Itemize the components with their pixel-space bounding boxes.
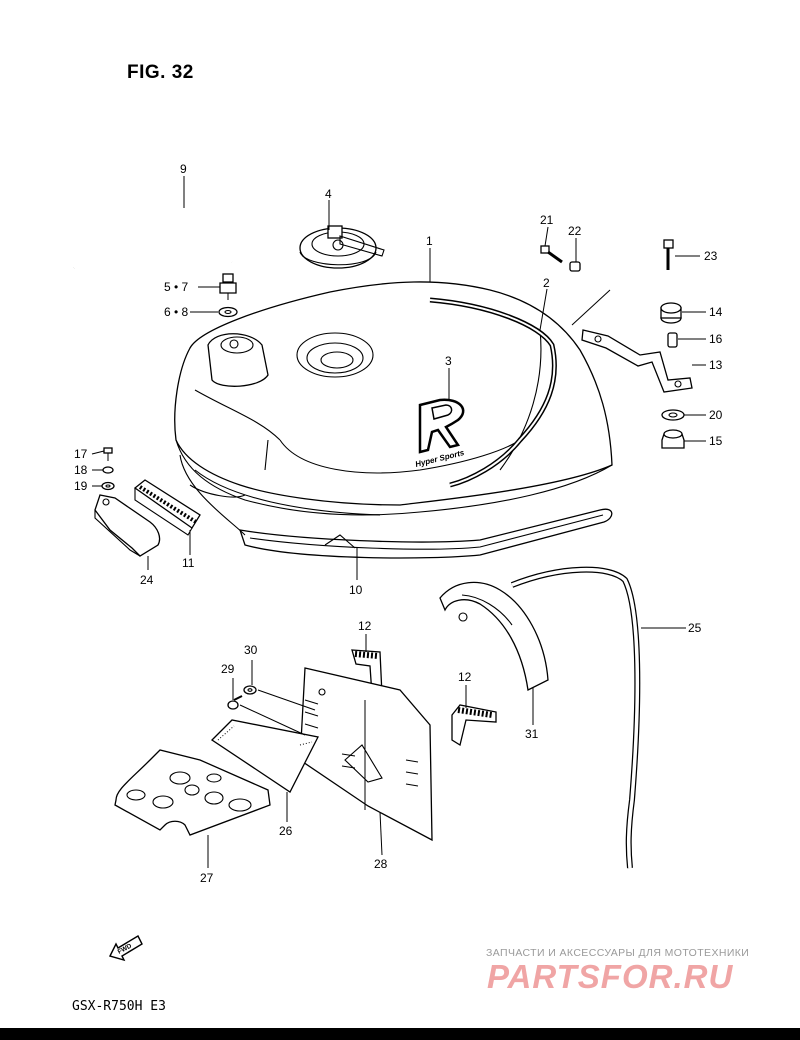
callout-26: 26 <box>279 824 293 838</box>
callout-30: 30 <box>244 643 258 657</box>
cushion-14[interactable] <box>660 302 682 324</box>
washer-30[interactable] <box>243 685 257 695</box>
clip-12-lower[interactable] <box>451 704 497 747</box>
callout-4: 4 <box>325 187 332 201</box>
callout-3: 3 <box>445 354 452 368</box>
cushion-15[interactable] <box>661 429 685 449</box>
bolt-5-7[interactable] <box>219 273 237 300</box>
callout-20: 20 <box>709 408 723 422</box>
callout-12-upper: 12 <box>358 619 372 633</box>
callout-2: 2 <box>543 276 550 290</box>
washer-6-8[interactable] <box>218 306 238 318</box>
callout-19: 19 <box>74 479 88 493</box>
screw-29[interactable] <box>227 695 243 710</box>
rubber-strip-31[interactable] <box>439 581 549 691</box>
callout-9: 9 <box>180 162 187 176</box>
bolt-23[interactable] <box>663 239 674 270</box>
forward-arrow-icon: FWD <box>108 935 143 962</box>
callout-24: 24 <box>140 573 154 587</box>
callout-1: 1 <box>426 234 433 248</box>
callout-5-7: 5 • 7 <box>164 280 189 294</box>
fuel-cap-4[interactable] <box>299 225 385 269</box>
callout-labels: 9 4 1 2 3 5 • 7 6 • 8 21 22 23 14 16 13 … <box>74 162 723 885</box>
callout-13: 13 <box>709 358 723 372</box>
tank-cushion-10[interactable] <box>179 454 613 559</box>
washer-20[interactable] <box>661 409 685 421</box>
washer-19[interactable] <box>101 481 115 491</box>
callout-6-8: 6 • 8 <box>164 305 189 319</box>
board-28[interactable] <box>299 667 433 842</box>
tank-stripe-2[interactable] <box>429 297 557 488</box>
collar-16[interactable] <box>667 332 678 348</box>
figure-title: FIG. 32 <box>127 62 194 83</box>
watermark-tagline: ЗАПЧАСТИ И АКСЕССУАРЫ ДЛЯ МОТОТЕХНИКИ <box>486 947 750 959</box>
callout-17: 17 <box>74 447 88 461</box>
watermark-logo: PARTSFOR.RU <box>487 958 734 995</box>
washer-18[interactable] <box>102 466 114 474</box>
callout-18: 18 <box>74 463 88 477</box>
bolt-21[interactable] <box>540 245 563 264</box>
mat-27[interactable] <box>114 749 271 836</box>
leader-lines <box>91 176 706 868</box>
callout-16: 16 <box>709 332 723 346</box>
model-code: GSX-R750H E3 <box>72 999 166 1014</box>
callout-10: 10 <box>349 583 363 597</box>
callout-11: 11 <box>182 556 195 570</box>
rear-bracket-13[interactable] <box>571 289 693 393</box>
fuel-tank-1[interactable] <box>174 281 613 516</box>
callout-27: 27 <box>200 871 214 885</box>
callout-29: 29 <box>221 662 235 676</box>
callout-22: 22 <box>568 224 582 238</box>
callout-31: 31 <box>525 727 539 741</box>
bottom-bar <box>0 1028 800 1040</box>
callout-25: 25 <box>688 621 702 635</box>
callout-15: 15 <box>709 434 723 448</box>
callout-21: 21 <box>540 213 554 227</box>
collar-22[interactable] <box>569 261 581 272</box>
callout-14: 14 <box>709 305 723 319</box>
sheet-26[interactable] <box>210 719 319 793</box>
callout-12-lower: 12 <box>458 670 472 684</box>
drain-hose-25[interactable] <box>510 566 641 869</box>
bracket-24[interactable] <box>94 494 161 557</box>
bolt-17[interactable] <box>103 447 113 461</box>
vent-hose-9[interactable] <box>72 202 235 270</box>
callout-28: 28 <box>374 857 388 871</box>
callout-23: 23 <box>704 249 718 263</box>
